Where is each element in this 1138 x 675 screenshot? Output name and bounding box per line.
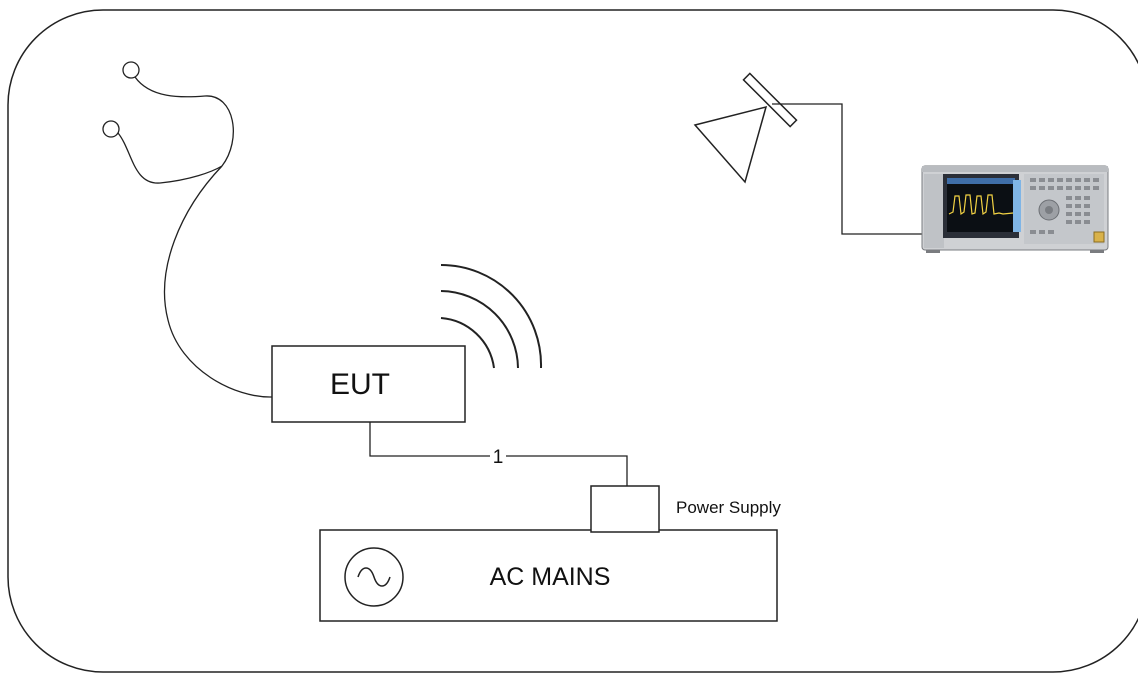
antenna-cable	[772, 103, 922, 235]
eut-box	[271, 345, 466, 423]
ac-source-circle	[344, 547, 404, 607]
earphone-probe-icon	[102, 61, 273, 398]
analyzer-foot-right	[1090, 250, 1104, 253]
ac-mains-box	[319, 529, 778, 622]
analyzer-softkey-panel	[1013, 180, 1021, 232]
signal-arc-2	[440, 290, 519, 369]
probe-ear-bottom	[102, 120, 120, 138]
probe-ear-top	[122, 61, 140, 79]
ac-mains-label: AC MAINS	[490, 563, 611, 591]
wireless-signal-icon	[440, 264, 543, 369]
probe-main-cable	[164, 165, 273, 398]
analyzer-keypad	[1030, 178, 1099, 234]
analyzer-top-strip	[922, 166, 1108, 172]
cable-1-label: 1	[493, 447, 504, 468]
antenna-element	[742, 72, 798, 128]
signal-arc-1	[440, 317, 495, 369]
antenna-horn	[693, 105, 768, 184]
signal-arc-3	[440, 264, 543, 369]
ac-sine-source-icon	[344, 547, 404, 607]
analyzer-control-panel	[1024, 174, 1104, 244]
power-supply-label: Power Supply	[676, 498, 781, 517]
antenna-icon	[693, 72, 798, 184]
cable-label-bg	[490, 444, 506, 466]
probe-wire-top	[134, 76, 234, 167]
analyzer-trace	[948, 194, 1014, 216]
spectrum-analyzer-icon	[921, 165, 1109, 253]
chamber-boundary	[7, 9, 1138, 673]
ac-sine-wave	[357, 567, 391, 587]
analyzer-screen	[947, 178, 1015, 232]
power-supply-box	[590, 485, 660, 533]
analyzer-foot-left	[926, 250, 940, 253]
analyzer-screen-header	[947, 178, 1015, 184]
analyzer-input-port	[1093, 231, 1105, 243]
analyzer-knob-center	[1045, 206, 1053, 214]
probe-wire-bottom	[117, 132, 223, 184]
analyzer-left-trim	[924, 174, 944, 248]
eut-label: EUT	[330, 368, 390, 401]
